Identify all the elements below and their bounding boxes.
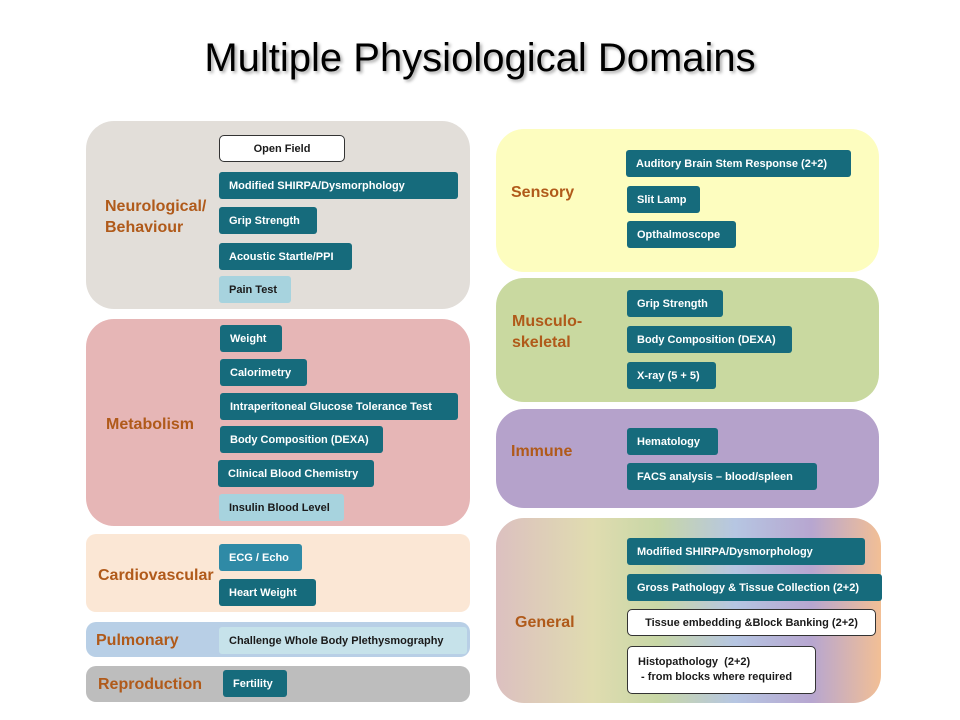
test-grip-strength: Grip Strength (219, 207, 317, 234)
sensory-label: Sensory (511, 184, 575, 201)
test-ecg-echo: ECG / Echo (219, 544, 302, 571)
pulmonary-label: Pulmonary (96, 632, 179, 649)
test-pain: Pain Test (219, 276, 291, 303)
metabolism-label: Metabolism (106, 416, 195, 433)
test-modified-shirpa: Modified SHIRPA/Dysmorphology (219, 172, 458, 199)
immune-label: Immune (511, 443, 573, 460)
test-tissue-embedding: Tissue embedding &Block Banking (2+2) (627, 609, 876, 636)
test-opthalmoscope: Opthalmoscope (627, 221, 736, 248)
test-modified-shirpa-general: Modified SHIRPA/Dysmorphology (627, 538, 865, 565)
test-open-field: Open Field (219, 135, 345, 162)
test-fertility: Fertility (223, 670, 287, 697)
test-grip-strength-musculo: Grip Strength (627, 290, 723, 317)
test-body-composition-musculo: Body Composition (DEXA) (627, 326, 792, 353)
test-histopathology: Histopathology (2+2) - from blocks where… (627, 646, 816, 694)
immune-panel (496, 409, 879, 508)
reproduction-label: Reproduction (98, 676, 202, 693)
test-hematology: Hematology (627, 428, 718, 455)
test-insulin: Insulin Blood Level (219, 494, 344, 521)
test-body-composition: Body Composition (DEXA) (220, 426, 383, 453)
test-facs: FACS analysis – blood/spleen (627, 463, 817, 490)
test-abr: Auditory Brain Stem Response (2+2) (626, 150, 851, 177)
test-calorimetry: Calorimetry (220, 359, 307, 386)
test-plethysmography: Challenge Whole Body Plethysmography (219, 627, 467, 654)
cardio-label: Cardiovascular (98, 567, 214, 584)
test-slit-lamp: Slit Lamp (627, 186, 700, 213)
neuro-label: Neurological/ Behaviour (105, 198, 207, 236)
general-label: General (515, 614, 575, 631)
test-ipgtt: Intraperitoneal Glucose Tolerance Test (220, 393, 458, 420)
musculo-label: Musculo- skeletal (512, 313, 583, 351)
test-acoustic-startle: Acoustic Startle/PPI (219, 243, 352, 270)
test-xray: X-ray (5 + 5) (627, 362, 716, 389)
metabolism-panel (86, 319, 470, 526)
test-gross-pathology: Gross Pathology & Tissue Collection (2+2… (627, 574, 882, 601)
test-heart-weight: Heart Weight (219, 579, 316, 606)
test-weight: Weight (220, 325, 282, 352)
page-title: Multiple Physiological Domains (204, 36, 756, 80)
test-clinical-blood-chemistry: Clinical Blood Chemistry (218, 460, 374, 487)
